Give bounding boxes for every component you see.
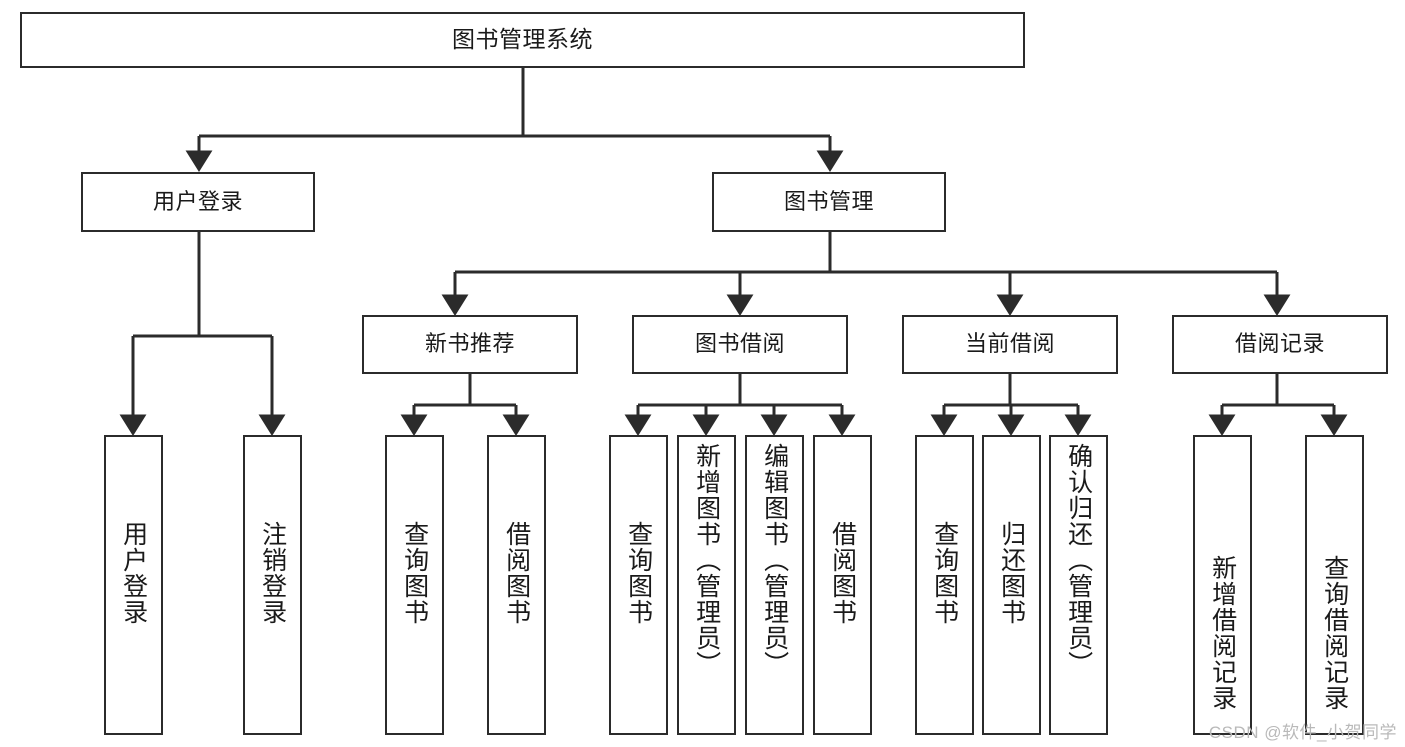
node-label: 确认归还（管理员） xyxy=(1064,443,1093,677)
leaf-new-book-borrow[interactable]: 借阅图书 xyxy=(487,435,546,735)
node-label: 归还图书 xyxy=(997,521,1026,625)
node-current-borrow[interactable]: 当前借阅 xyxy=(902,315,1118,374)
leaf-current-confirm-return-admin[interactable]: 确认归还（管理员） xyxy=(1049,435,1108,735)
leaf-new-book-query[interactable]: 查询图书 xyxy=(385,435,444,735)
node-label: 借阅图书 xyxy=(502,521,531,625)
node-label: 新增图书（管理员） xyxy=(692,443,721,677)
node-label: 查询图书 xyxy=(400,521,429,625)
node-label: 新增借阅记录 xyxy=(1208,555,1237,711)
node-label: 图书管理 xyxy=(783,188,874,214)
node-label: 用户登录 xyxy=(119,521,148,625)
leaf-user-login-login[interactable]: 用户登录 xyxy=(104,435,163,735)
leaf-borrow-query-book[interactable]: 查询图书 xyxy=(609,435,668,735)
node-root-system[interactable]: 图书管理系统 xyxy=(20,12,1025,68)
node-label: 注销登录 xyxy=(258,521,287,625)
node-label: 用户登录 xyxy=(152,188,243,214)
leaf-current-return-book[interactable]: 归还图书 xyxy=(982,435,1041,735)
node-label: 查询图书 xyxy=(624,521,653,625)
node-book-borrow[interactable]: 图书借阅 xyxy=(632,315,848,374)
node-label: 图书管理系统 xyxy=(452,26,593,53)
node-label: 查询图书 xyxy=(930,521,959,625)
node-borrow-record[interactable]: 借阅记录 xyxy=(1172,315,1388,374)
node-label: 图书借阅 xyxy=(694,331,785,357)
leaf-record-query-borrow-record[interactable]: 查询借阅记录 xyxy=(1305,435,1364,735)
leaf-record-add-borrow-record[interactable]: 新增借阅记录 xyxy=(1193,435,1252,735)
node-new-book-recommend[interactable]: 新书推荐 xyxy=(362,315,578,374)
node-label: 查询借阅记录 xyxy=(1320,555,1349,711)
node-label: 当前借阅 xyxy=(964,331,1055,357)
leaf-current-query-book[interactable]: 查询图书 xyxy=(915,435,974,735)
node-user-login[interactable]: 用户登录 xyxy=(81,172,315,232)
node-label: 借阅图书 xyxy=(828,521,857,625)
node-label: 新书推荐 xyxy=(424,331,515,357)
node-book-management[interactable]: 图书管理 xyxy=(712,172,946,232)
leaf-borrow-add-book-admin[interactable]: 新增图书（管理员） xyxy=(677,435,736,735)
leaf-borrow-borrow-book[interactable]: 借阅图书 xyxy=(813,435,872,735)
watermark-text: CSDN @软件_小贺同学 xyxy=(1208,723,1397,742)
node-label: 借阅记录 xyxy=(1234,331,1325,357)
leaf-user-login-logout[interactable]: 注销登录 xyxy=(243,435,302,735)
node-label: 编辑图书（管理员） xyxy=(760,443,789,677)
leaf-borrow-edit-book-admin[interactable]: 编辑图书（管理员） xyxy=(745,435,804,735)
